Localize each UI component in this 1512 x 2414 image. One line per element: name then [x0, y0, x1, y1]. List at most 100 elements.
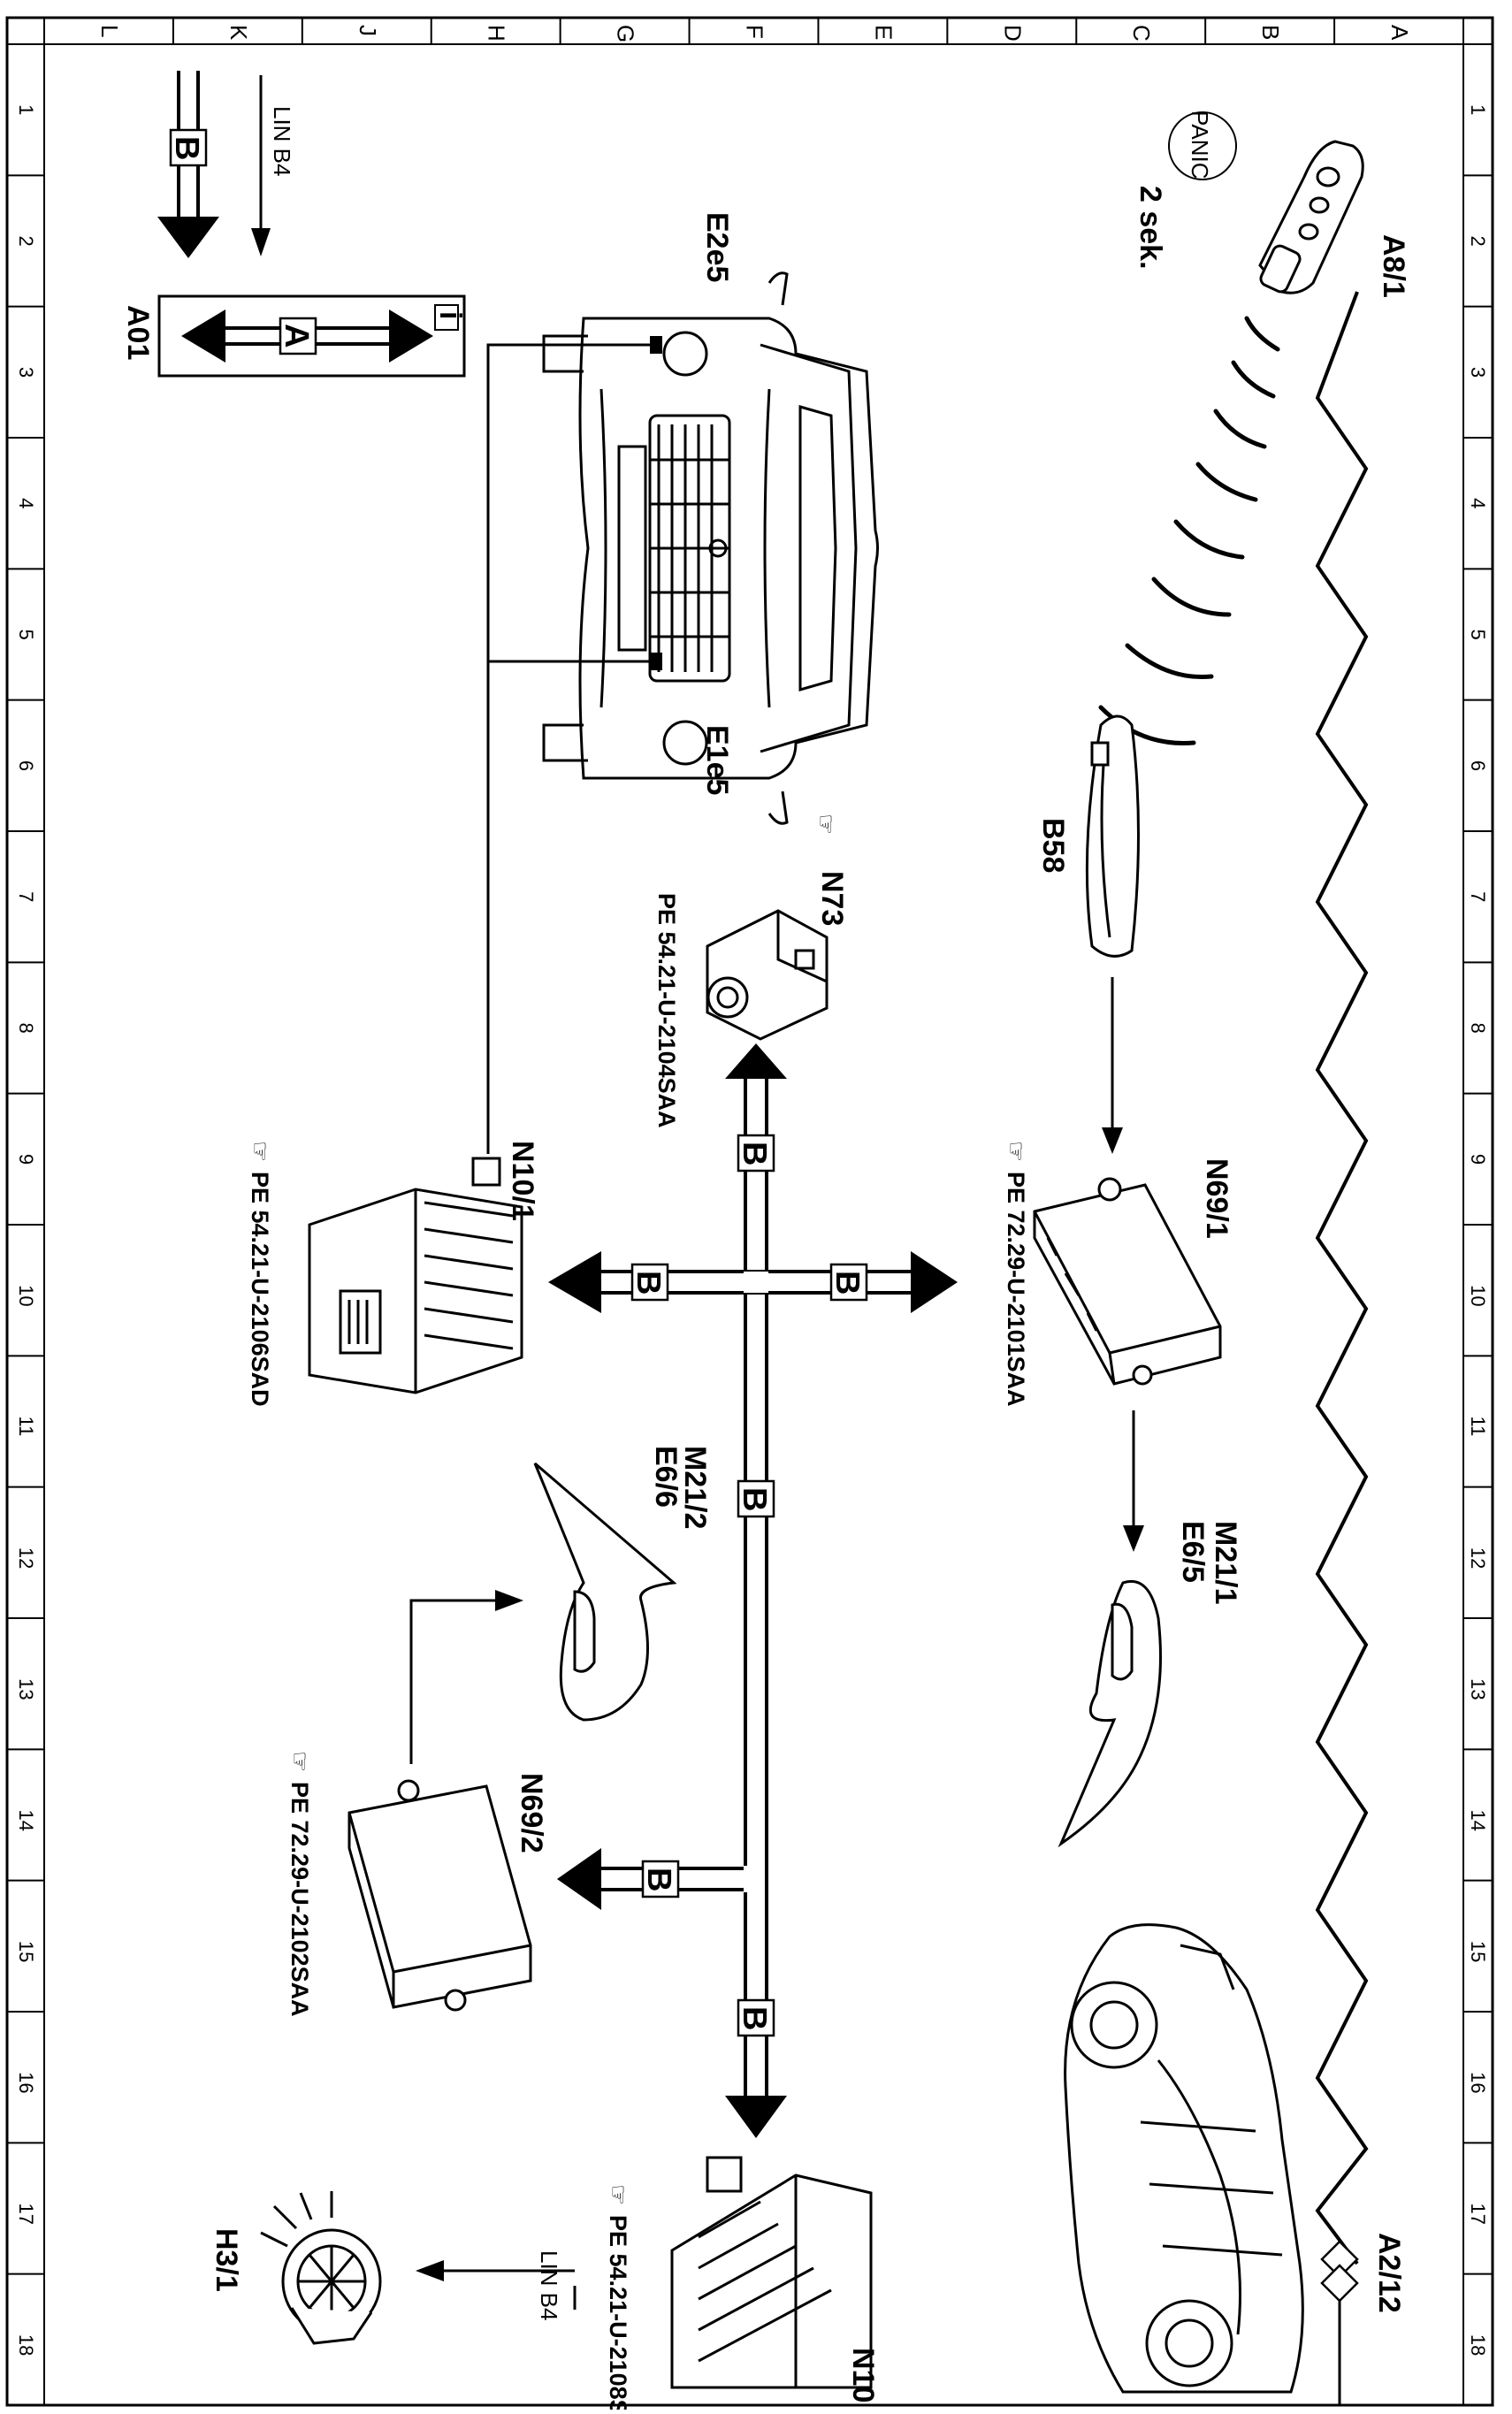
legend-lin-arrow: LIN B4 — [251, 75, 295, 256]
legend-lin-b4-label: LIN B4 — [269, 106, 295, 177]
n10-label: N10 — [846, 2348, 880, 2403]
n73-ref: PE 54.21-U-2104SAA — [653, 893, 680, 1128]
row-number-right: 5 — [1467, 630, 1489, 640]
column-letter: C — [1128, 25, 1155, 42]
e6-6-label: E6/6 — [649, 1446, 683, 1508]
row-number-right: 7 — [1467, 891, 1489, 902]
siren-sound-lines — [260, 2191, 333, 2248]
row-number-right: 2 — [1467, 236, 1489, 247]
bus-connector-m21-2: B — [736, 1487, 773, 1511]
panic-button-icon — [1168, 111, 1237, 180]
m21-1-label: M21/1 — [1209, 1521, 1242, 1605]
frame — [5, 16, 1494, 2407]
bus-connector-n10-2: B — [736, 2006, 773, 2030]
column-letter: D — [999, 25, 1026, 42]
e1e5-label: E1e5 — [700, 725, 734, 795]
headlamp-wires — [486, 343, 654, 1154]
pe-ref-hand-icon: ☞ — [286, 1751, 313, 1772]
a8-1-label: A8/1 — [1377, 234, 1410, 298]
row-number-left: 9 — [15, 1154, 37, 1165]
column-letter: J — [355, 25, 381, 36]
column-letter: H — [484, 25, 510, 42]
row-number-left: 4 — [15, 498, 37, 508]
n73-label: N73 — [815, 871, 849, 926]
row-number-right: 15 — [1467, 1941, 1489, 1962]
bus-connectors: B B B B B B — [630, 1134, 868, 2037]
row-number-right: 18 — [1467, 2334, 1489, 2356]
legend-a01-label: A01 — [121, 305, 155, 360]
lin-b4-label: LIN B4 — [536, 2250, 562, 2321]
column-letter: E — [870, 25, 897, 40]
e6-5-label: E6/5 — [1176, 1521, 1210, 1583]
b58-label: B58 — [1036, 818, 1070, 873]
pe-ref-hand-icon: ☞ — [247, 1141, 273, 1162]
a2-12-label: A2/12 — [1372, 2233, 1406, 2313]
door-handle-icon — [1085, 714, 1140, 958]
row-number-right: 12 — [1467, 1547, 1489, 1569]
mirror-left-icon — [533, 1462, 677, 1722]
column-letter: G — [613, 25, 639, 42]
n10-ref: PE 54.21-U-2108SA — [605, 2215, 631, 2410]
panic-duration: 2 sek. — [1134, 186, 1167, 270]
column-letter: L — [96, 25, 123, 37]
row-number-left: 1 — [15, 104, 37, 115]
h3-1-label: H3/1 — [210, 2228, 243, 2292]
column-letter: F — [742, 25, 768, 39]
row-number-left: 11 — [15, 1417, 37, 1437]
pe-ref-hand-icon: ☞ — [813, 814, 839, 835]
legend-a-label: A — [278, 324, 315, 348]
pe-ref-hand-icon: ☞ — [605, 2184, 631, 2205]
row-number-right: 4 — [1467, 498, 1489, 508]
sam-module-n10-icon — [670, 2156, 873, 2389]
column-letter: K — [225, 25, 252, 41]
n69-1-label: N69/1 — [1200, 1158, 1233, 1239]
row-number-right: 16 — [1467, 2072, 1489, 2093]
row-number-left: 18 — [15, 2334, 37, 2356]
m21-2-label: M21/2 — [678, 1446, 712, 1530]
row-number-right: 13 — [1467, 1678, 1489, 1700]
row-number-right: 17 — [1467, 2204, 1489, 2225]
radio-zigzag — [1315, 291, 1369, 2265]
row-number-left: 8 — [15, 1023, 37, 1034]
bus-connector-n69-2: B — [640, 1868, 677, 1891]
n69-2-to-m21-2-line — [409, 1599, 495, 1764]
n69-2-ref: PE 72.29-U-2102SAA — [286, 1782, 313, 2017]
row-number-left: 12 — [15, 1547, 37, 1569]
row-number-left: 14 — [15, 1810, 37, 1831]
sam-module-n10-1-icon — [308, 1157, 523, 1394]
row-number-right: 8 — [1467, 1023, 1489, 1034]
row-number-left: 3 — [15, 367, 37, 378]
column-letter: B — [1257, 25, 1284, 40]
door-module-n69-2-icon — [347, 1779, 532, 2012]
mirror-right-icon — [1058, 1580, 1162, 1848]
pe-ref-hand-icon: ☞ — [1003, 1141, 1029, 1162]
row-number-right: 3 — [1467, 367, 1489, 378]
column-letter: A — [1386, 25, 1413, 41]
legend-a-box: A i — [157, 294, 467, 378]
headlamp-bulb-icons — [650, 336, 662, 670]
row-number-left: 2 — [15, 236, 37, 247]
bus-connector-n69-1: B — [829, 1271, 866, 1295]
key-fob-icon — [1258, 140, 1364, 294]
n10-1-ref: PE 54.21-U-2106SAD — [247, 1172, 273, 1407]
row-number-left: 7 — [15, 891, 37, 902]
n69-2-label: N69/2 — [515, 1773, 548, 1853]
legend-b-label: B — [168, 136, 205, 160]
a2-12-antenna-icon — [1320, 2240, 1359, 2405]
row-number-left: 15 — [15, 1941, 37, 1962]
row-number-right: 9 — [1467, 1154, 1489, 1165]
row-number-left: 10 — [15, 1285, 37, 1306]
row-number-left: 13 — [15, 1678, 37, 1700]
legend-info-icon: i — [433, 311, 467, 319]
car-side-icon — [1064, 1923, 1304, 2394]
row-number-right: 10 — [1467, 1285, 1489, 1306]
row-number-left: 16 — [15, 2072, 37, 2093]
bus-arrowheads — [548, 1043, 958, 2138]
row-number-left: 6 — [15, 760, 37, 771]
ignition-switch-icon — [706, 909, 829, 1041]
radio-waves — [1098, 316, 1280, 745]
bus-connector-n10-1: B — [630, 1271, 667, 1295]
